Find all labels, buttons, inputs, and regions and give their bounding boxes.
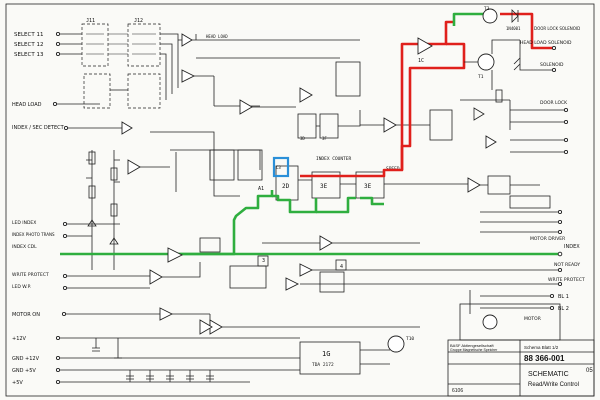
box-3-label: 3 (262, 258, 265, 264)
green-highlight-branch-1 (272, 194, 318, 214)
jumper-j12-label: J12 (134, 18, 143, 24)
bl2-label: BL 2 (558, 306, 569, 312)
write-protect-input-label: WRITE PROTECT (12, 272, 49, 278)
motor-on-input: MOTOR ON (12, 307, 420, 335)
left-passive-network (86, 150, 177, 270)
division-label: Gruppe Magnetische Speicher (450, 348, 498, 352)
select-12-label: SELECT 12 (14, 42, 43, 48)
ic-3e-right-label: 3E (364, 183, 372, 190)
plus12-label: +12V (12, 336, 27, 342)
bl1-label: BL 1 (558, 294, 569, 300)
select-wiring: HEAD LOAD (83, 33, 360, 109)
c3-highlight-box (272, 156, 290, 178)
not-ready-label: NOT READY (554, 262, 580, 268)
drawing-frame (5, 3, 595, 397)
index-out-label: INDEX (564, 244, 580, 250)
index-cdl-label: INDEX CDL (12, 244, 37, 250)
jumper-block-j11: J11 (81, 18, 109, 67)
power-supply-section: +12V GND +12V GND +5V +5V (12, 335, 250, 386)
index-sec-label: INDEX / SEC DETECT (12, 125, 65, 131)
ic-3e-left-box (311, 171, 341, 199)
transistor-t10 (387, 335, 405, 353)
sheet-label: Schema Blatt 1/2 (524, 345, 559, 350)
motor-controller-1g: 1G TDA 2172 T10 MOTOR (250, 303, 561, 375)
led-index-label: LED INDEX (12, 220, 36, 226)
t10-label: T10 (406, 336, 414, 342)
diode-label: 1N4001 (506, 26, 521, 31)
svg-text:A1: A1 (258, 186, 264, 192)
red-highlight-branch (400, 42, 466, 170)
ic-1g-box (299, 341, 361, 375)
ic-1g-part-label: TDA 2172 (312, 362, 334, 368)
svg-text:MOTOR: MOTOR (524, 316, 541, 322)
box-4-label: 4 (340, 264, 343, 270)
index-counter-label: INDEX COUNTER (316, 156, 352, 162)
ic-1c-label: 1C (418, 58, 424, 64)
ic-3f-label: 3F (322, 136, 327, 141)
select-inputs: SELECT 11 SELECT 12 SELECT 13 (14, 31, 82, 58)
ic-1c-gate (417, 37, 433, 55)
index-sec-input: INDEX / SEC DETECT (12, 121, 133, 135)
jumper-j11-label: J11 (86, 18, 95, 24)
title-line-2: Read/Write Control (528, 382, 579, 388)
plus5-label: +5V (12, 380, 23, 386)
ic-3d-label: 3D (300, 136, 305, 141)
red-highlight-path (300, 20, 454, 178)
door-lock-label: DOOR LOCK SOLENOID (534, 26, 580, 31)
green-highlight-branch-2 (316, 196, 356, 214)
head-load-label: HEAD LOAD (12, 102, 42, 108)
svg-text:DOOR LOCK: DOOR LOCK (540, 100, 568, 106)
c3-label: C3 (276, 165, 281, 170)
t3-label: T3 (484, 6, 490, 12)
center-logic: 3D 3F (150, 57, 453, 197)
green-highlight-top (452, 12, 484, 26)
select-11-label: SELECT 11 (14, 32, 43, 38)
drawing-number: 88 366-001 (524, 354, 565, 363)
transistor-t3 (482, 8, 498, 24)
motor-driver-label: MOTOR DRIVER (530, 236, 565, 242)
ic-1g-label: 1G (322, 350, 330, 358)
title-line-1: SCHEMATIC (528, 371, 569, 378)
index-phototrans-label: INDEX PHOTO TRANS (12, 232, 55, 237)
head-load-driver: 1C T3 T1 1N4001 HEAD LOAD SOLENOID SOLEN… (417, 6, 572, 90)
lower-center-logic: 3 4 (167, 235, 420, 335)
ic-2d-label: 2D (282, 183, 290, 190)
jumper-block-j12: J12 (108, 18, 161, 67)
title-block: BASF Aktiengesellschaft Gruppe Magnetisc… (447, 339, 595, 397)
gnd5-label: GND +5V (12, 368, 36, 374)
t1-label: T1 (478, 74, 484, 80)
transistor-t1 (477, 53, 495, 71)
head-load-input: HEAD LOAD (12, 101, 100, 108)
gnd12-label: GND +12V (12, 356, 40, 362)
index-counter: 2D A1 3E 3E INDEX COUNTER SPEED (258, 156, 420, 201)
green-highlight-branch-3 (360, 196, 384, 206)
right-output-drivers: MOTOR DRIVER INDEX NOT READY WRITE PROTE… (285, 175, 585, 314)
model-label: 6106 (452, 388, 463, 394)
write-protect-led-label: LED W.P. (12, 284, 31, 290)
revision-label: 05 (586, 368, 593, 374)
company-label: BASF Aktiengesellschaft (450, 343, 494, 348)
motor-on-label: MOTOR ON (12, 312, 40, 318)
solenoid-return-label: SOLENOID (540, 62, 564, 68)
head-load-solenoid-label: HEAD LOAD SOLENOID (520, 40, 572, 46)
ic-3e-left-label: 3E (320, 183, 328, 190)
select-13-label: SELECT 13 (14, 52, 44, 58)
index-output-terminal (557, 251, 563, 257)
write-protect-out-label: WRITE PROTECT (548, 277, 585, 283)
index-inputs: LED INDEX INDEX PHOTO TRANS INDEX CDL WR… (12, 220, 201, 291)
svg-text:HEAD LOAD: HEAD LOAD (206, 34, 228, 39)
door-lock-driver: DOOR LOCK SOLENOID DOOR LOCK (460, 26, 580, 155)
